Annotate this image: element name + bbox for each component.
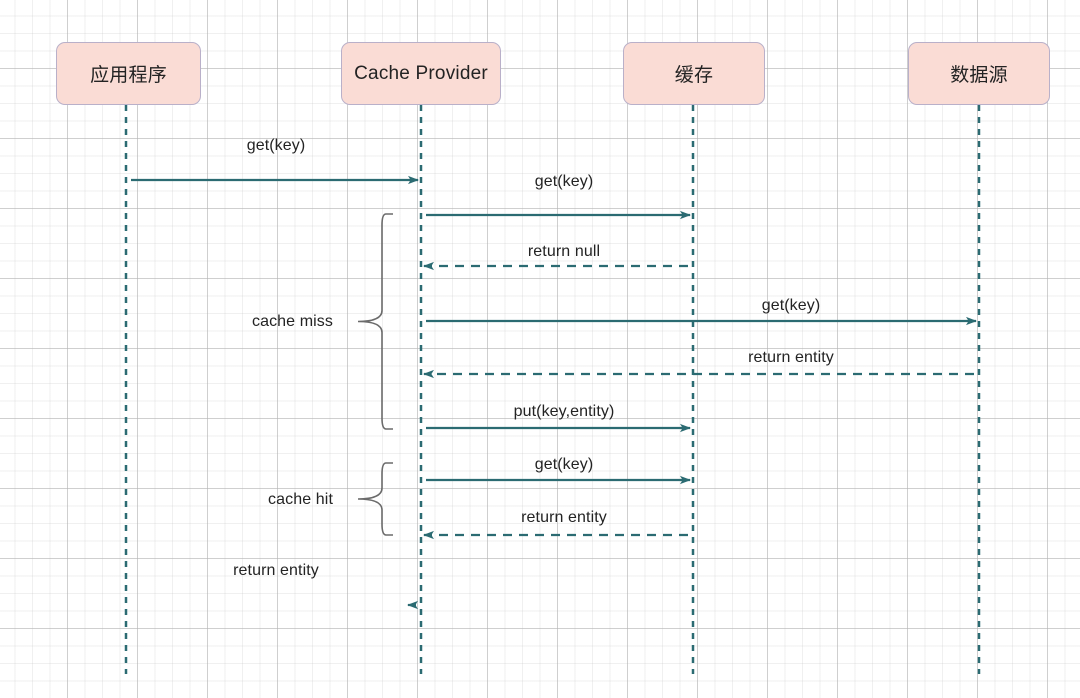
group-braces — [357, 213, 393, 536]
message-label-m4: get(key) — [761, 297, 821, 314]
message-label-m3: return null — [527, 243, 601, 260]
participant-label-app: 应用程序 — [90, 65, 167, 86]
message-label-m6: put(key,entity) — [513, 403, 615, 420]
brace-g1 — [357, 213, 393, 430]
participant-label-source: 数据源 — [950, 65, 1008, 86]
group-label-g2: cache hit — [268, 491, 333, 508]
message-label-m1: get(key) — [246, 137, 306, 154]
message-label-m9: return entity — [233, 562, 319, 579]
message-label-m7: get(key) — [534, 456, 594, 473]
participant-box-source[interactable]: 数据源 — [908, 42, 1050, 105]
brace-g2 — [357, 462, 393, 536]
message-label-m8: return entity — [521, 509, 607, 526]
message-label-m5: return entity — [748, 349, 834, 366]
participant-box-cache[interactable]: 缓存 — [623, 42, 765, 105]
participant-box-provider[interactable]: Cache Provider — [341, 42, 501, 105]
participant-label-cache: 缓存 — [674, 65, 714, 86]
group-label-g1: cache miss — [251, 313, 333, 330]
message-label-m2: get(key) — [534, 173, 594, 190]
participant-label-provider: Cache Provider — [354, 62, 488, 84]
participant-box-app[interactable]: 应用程序 — [56, 42, 201, 105]
message-arrows-group — [131, 175, 977, 610]
